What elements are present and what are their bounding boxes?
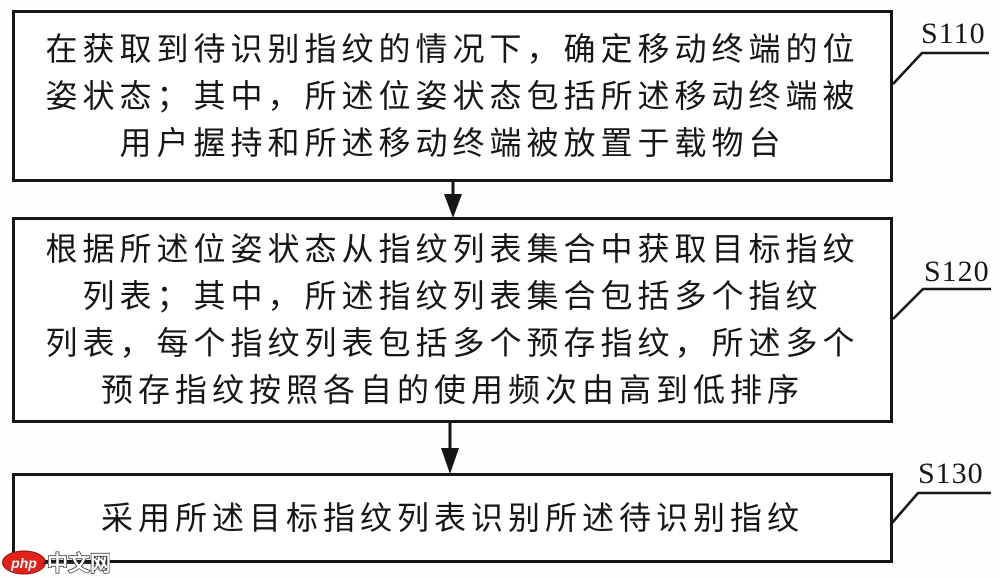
step-box-s130: 采用所述目标指纹列表识别所述待识别指纹 [12, 473, 893, 563]
php-logo-text: php [10, 555, 37, 571]
step-text-line: 在获取到待识别指纹的情况下，确定移动终端的位 [45, 30, 860, 67]
step-box-s110: 在获取到待识别指纹的情况下，确定移动终端的位 姿状态；其中，所述位姿状态包括所述… [12, 10, 893, 182]
step-label-s110: S110 [921, 17, 986, 50]
arrow-down-icon [444, 182, 462, 218]
leader-line-s130 [891, 491, 991, 524]
step-text-line: 列表，每个指纹列表包括多个预存指纹，所述多个 [45, 325, 860, 361]
step-text-line: 根据所述位姿状态从指纹列表集合中获取目标指纹 [45, 231, 860, 267]
php-watermark-logo: php 中文网 [2, 550, 110, 576]
arrow-down-icon [441, 421, 459, 474]
step-label-s130: S130 [918, 457, 984, 490]
step-text-line: 用户握持和所述移动终端被放置于载物台 [119, 124, 786, 161]
step-text-line: 列表；其中，所述指纹列表集合包括多个指纹 [82, 278, 823, 314]
step-text-line: 姿状态；其中，所述位姿状态包括所述移动终端被 [45, 77, 860, 114]
site-name-text: 中文网 [47, 552, 110, 576]
leader-line-s110 [892, 51, 989, 85]
leader-line-s120 [892, 287, 991, 320]
step-box-s120: 根据所述位姿状态从指纹列表集合中获取目标指纹 列表；其中，所述指纹列表集合包括多… [12, 217, 893, 423]
php-logo-badge: php [2, 550, 46, 575]
step-text-line: 预存指纹按照各自的使用频次由高到低排序 [100, 372, 804, 408]
step-label-s120: S120 [924, 255, 990, 288]
step-text-line: 采用所述目标指纹列表识别所述待识别指纹 [100, 499, 804, 536]
